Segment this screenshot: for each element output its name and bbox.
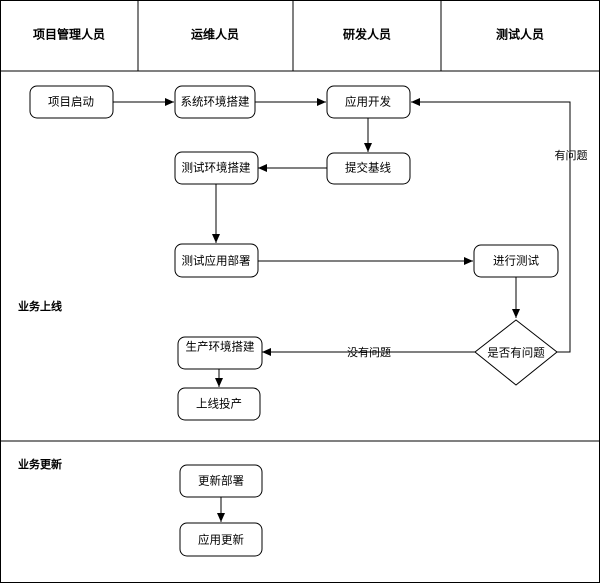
lane-header-pm: 项目管理人员 — [33, 27, 105, 42]
lane-header-dev: 研发人员 — [343, 27, 391, 42]
node-system-env — [174, 85, 256, 119]
node-start — [29, 85, 114, 119]
node-submit-baseline — [326, 152, 411, 185]
node-label-test-deploy: 测试应用部署 — [182, 254, 251, 268]
node-label-start: 项目启动 — [48, 95, 94, 109]
node-test-deploy — [174, 243, 259, 278]
node-label-decision: 是否有问题 — [487, 346, 545, 360]
node-label-update-deploy: 更新部署 — [198, 474, 244, 488]
node-app-dev — [326, 85, 411, 119]
node-update-deploy — [179, 464, 263, 498]
edge-label-has-issue: 有问题 — [555, 148, 588, 162]
section-label-update: 业务更新 — [18, 457, 62, 471]
lane-header-test: 测试人员 — [496, 27, 544, 42]
node-prod-env — [177, 336, 263, 370]
node-label-run-test: 进行测试 — [493, 254, 539, 268]
node-go-live — [177, 387, 261, 421]
edge-label-no-issue: 没有问题 — [347, 345, 391, 359]
edge-decision-to-appdev — [411, 98, 571, 353]
node-label-app-update: 应用更新 — [198, 533, 244, 547]
node-label-test-env: 测试环境搭建 — [182, 161, 251, 175]
lane-header-ops: 运维人员 — [191, 27, 239, 42]
node-run-test — [473, 244, 559, 278]
node-decision — [474, 319, 558, 386]
node-app-update — [179, 522, 263, 557]
node-label-app-dev: 应用开发 — [345, 95, 391, 109]
section-label-launch: 业务上线 — [18, 299, 62, 313]
node-test-env — [174, 151, 259, 185]
node-label-go-live: 上线投产 — [196, 397, 242, 411]
node-label-system-env: 系统环境搭建 — [181, 95, 250, 109]
node-label-submit-baseline: 提交基线 — [345, 161, 391, 175]
node-label-prod-env: 生产环境搭建 — [186, 340, 255, 354]
